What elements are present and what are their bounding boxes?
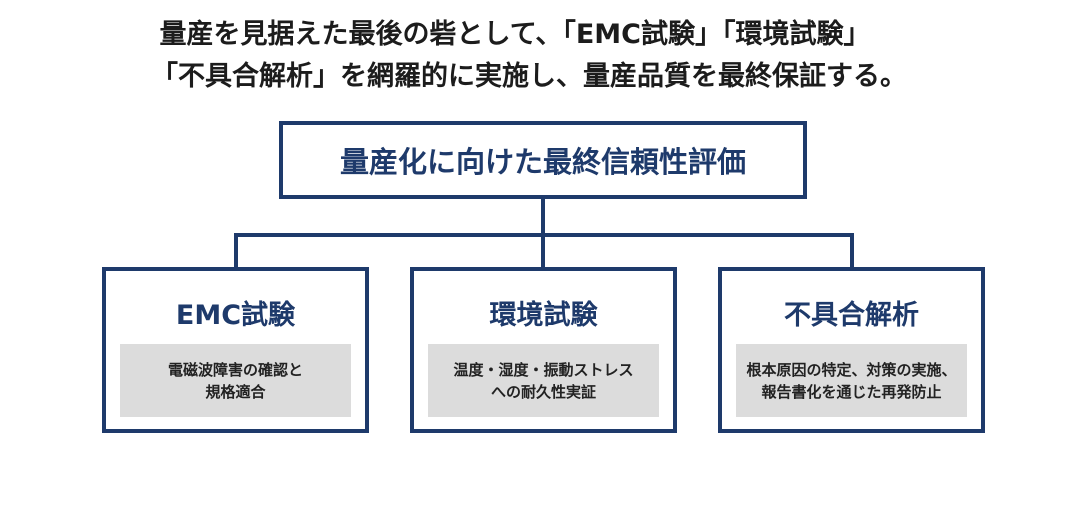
child-node-failure-analysis: 不具合解析 根本原因の特定、対策の実施、 報告書化を通じた再発防止 <box>718 267 985 433</box>
child-node-description: 温度・湿度・振動ストレス への耐久性実証 <box>428 344 659 417</box>
child-node-title: 不具合解析 <box>784 300 919 331</box>
connector-right-drop <box>850 233 854 269</box>
child-node-environment: 環境試験 温度・湿度・振動ストレス への耐久性実証 <box>410 267 677 433</box>
description-line-2: 報告書化を通じた再発防止 <box>761 382 942 401</box>
child-node-title: EMC試験 <box>175 300 296 331</box>
description-line-2: 規格適合 <box>205 382 266 401</box>
connector-center-drop <box>541 233 545 269</box>
child-node-description: 電磁波障害の確認と 規格適合 <box>120 344 351 417</box>
root-node-title: 量産化に向けた最終信頼性評価 <box>339 145 746 179</box>
description-line-1: 温度・湿度・振動ストレス <box>453 360 634 379</box>
connector-left-drop <box>234 233 238 269</box>
root-node: 量産化に向けた最終信頼性評価 <box>279 121 807 199</box>
description-line-1: 根本原因の特定、対策の実施、 <box>746 360 957 379</box>
heading-line-1: 量産を見据えた最後の砦として、「EMC試験」「環境試験」 <box>159 19 871 50</box>
description-line-1: 電磁波障害の確認と <box>167 360 303 379</box>
connector-root-stem <box>541 199 545 237</box>
child-node-title: 環境試験 <box>489 300 598 331</box>
child-node-description: 根本原因の特定、対策の実施、 報告書化を通じた再発防止 <box>736 344 967 417</box>
child-node-emc: EMC試験 電磁波障害の確認と 規格適合 <box>102 267 369 433</box>
heading-line-2: 「不具合解析」を網羅的に実施し、量産品質を最終保証する。 <box>151 61 907 92</box>
description-line-2: への耐久性実証 <box>490 382 596 401</box>
